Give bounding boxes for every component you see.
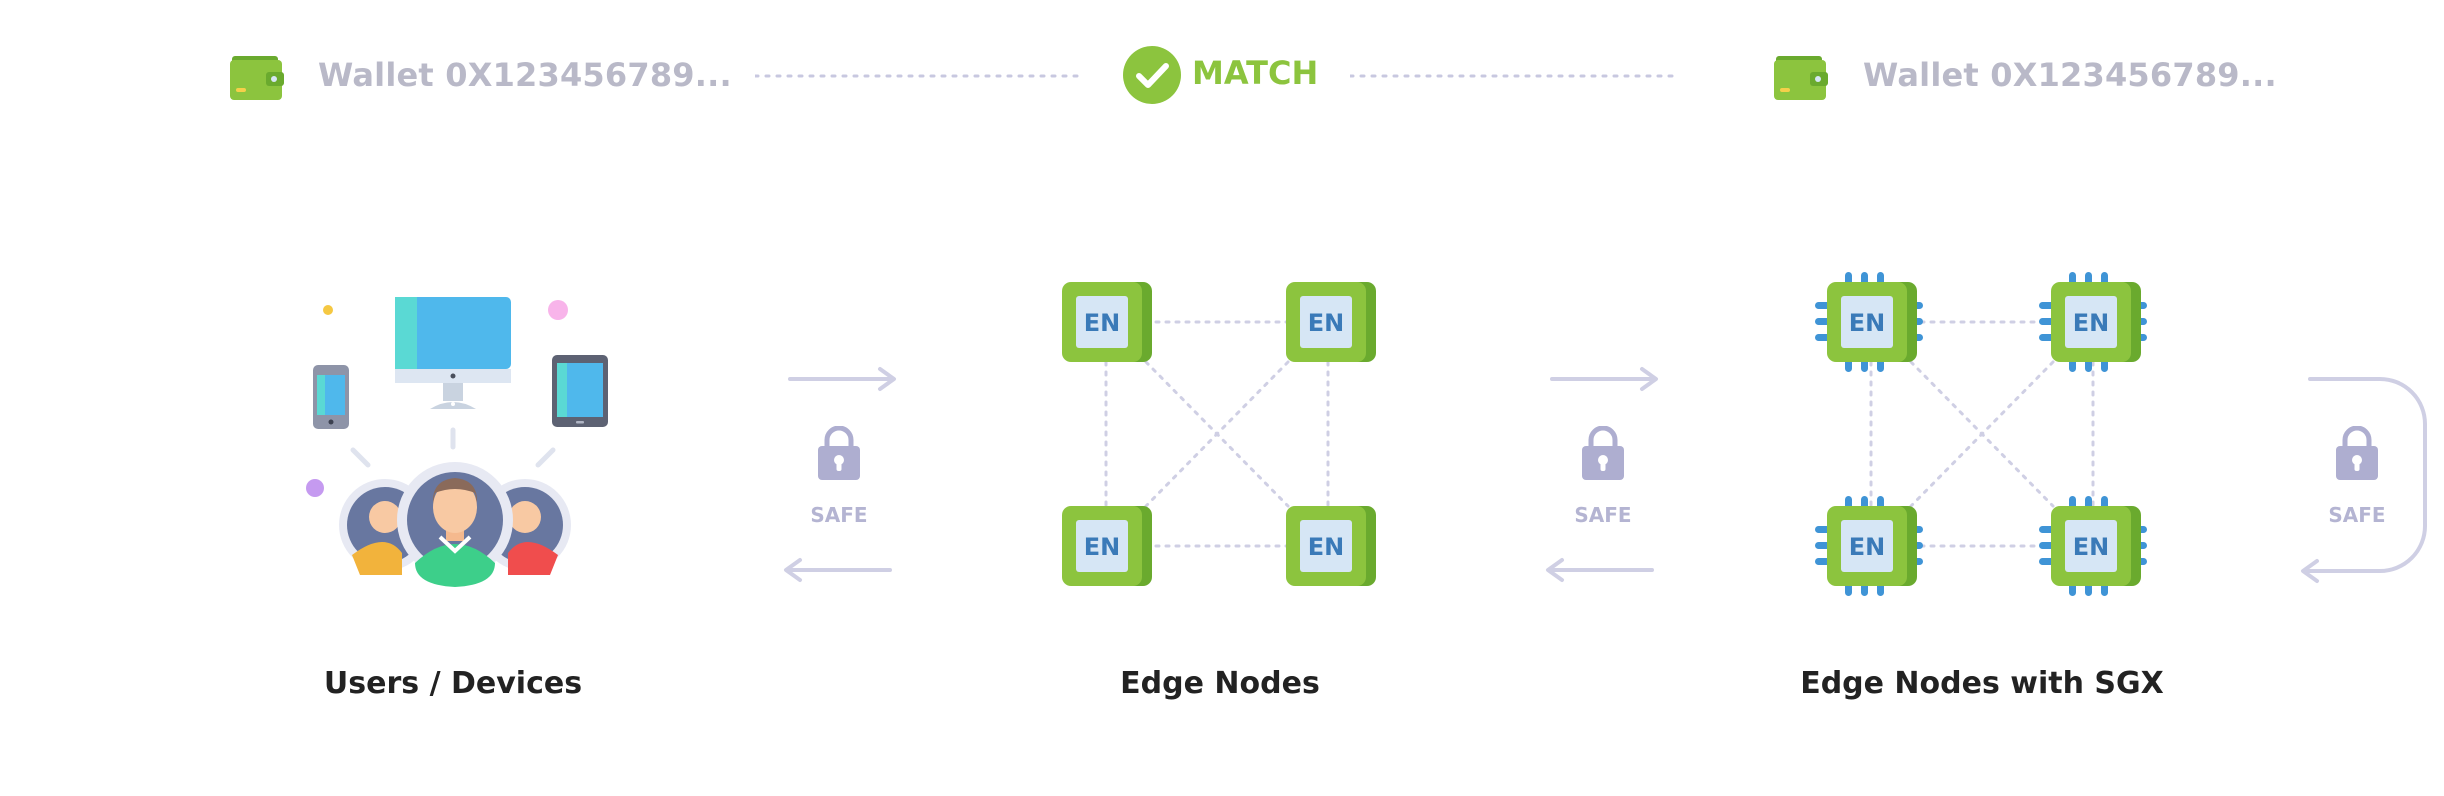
match-status: MATCH xyxy=(1192,54,1319,92)
left-dotted-connector xyxy=(755,74,1085,78)
edge-node: EN xyxy=(1286,282,1376,362)
decor-dot-icon xyxy=(323,305,333,315)
lock-icon xyxy=(2336,426,2378,480)
node-label: EN xyxy=(1849,309,1885,337)
sgx-edge-node: EN xyxy=(1815,496,1923,596)
safe-label: SAFE xyxy=(2328,503,2386,527)
check-icon xyxy=(1123,46,1181,104)
monitor-icon xyxy=(395,297,511,409)
sgx-edge-node: EN xyxy=(2039,496,2147,596)
edge-node: EN xyxy=(1286,506,1376,586)
wallet-icon xyxy=(230,56,284,100)
node-label: EN xyxy=(1084,309,1120,337)
arrow-left-icon xyxy=(1546,558,1654,582)
node-label: EN xyxy=(1084,533,1120,561)
arrow-right-icon xyxy=(788,367,896,391)
edge-nodes-sgx-network: EN EN EN EN xyxy=(1815,272,2147,596)
wallet-icon xyxy=(1774,56,1828,100)
node-label: EN xyxy=(2073,309,2109,337)
phone-icon xyxy=(313,365,349,429)
edge-nodes-network: EN EN EN EN xyxy=(1062,282,1376,586)
right-dotted-connector xyxy=(1350,74,1680,78)
arrow-left-icon xyxy=(784,558,892,582)
node-label: EN xyxy=(1849,533,1885,561)
users-devices-illustration xyxy=(306,297,608,587)
node-label: EN xyxy=(1308,533,1344,561)
arrow-right-icon xyxy=(1550,367,1658,391)
lock-icon xyxy=(818,426,860,480)
safe-label: SAFE xyxy=(1574,503,1632,527)
tablet-icon xyxy=(552,355,608,427)
decor-dot-icon xyxy=(548,300,568,320)
edge-node: EN xyxy=(1062,282,1152,362)
caption-edge-nodes-sgx: Edge Nodes with SGX xyxy=(1800,666,2164,701)
safe-label: SAFE xyxy=(810,503,868,527)
node-label: EN xyxy=(2073,533,2109,561)
caption-users-devices: Users / Devices xyxy=(323,666,583,701)
edge-node: EN xyxy=(1062,506,1152,586)
decor-dot-icon xyxy=(306,479,324,497)
sgx-edge-node: EN xyxy=(1815,272,1923,372)
right-wallet-address: Wallet 0X123456789... xyxy=(1863,56,2277,94)
node-label: EN xyxy=(1308,309,1344,337)
top-bar: Wallet 0X123456789... MATCH Wallet 0X123… xyxy=(0,0,2444,150)
left-wallet-address: Wallet 0X123456789... xyxy=(318,56,732,94)
caption-edge-nodes: Edge Nodes xyxy=(1120,666,1320,701)
sgx-edge-node: EN xyxy=(2039,272,2147,372)
loop-back-arrow-icon xyxy=(2301,377,2427,583)
users-group-icon xyxy=(339,462,571,587)
lock-icon xyxy=(1582,426,1624,480)
